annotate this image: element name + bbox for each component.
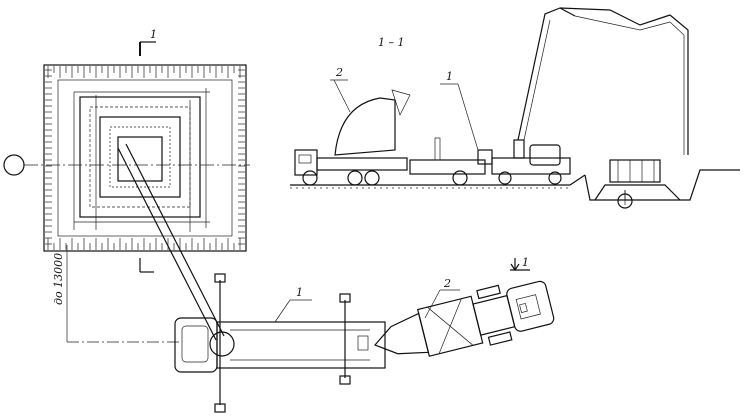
- section-mark-top-label: 1: [150, 28, 157, 41]
- section-mark-bottom-label: 1: [522, 256, 529, 269]
- pump-truck-plan: 1: [174, 273, 386, 413]
- elevation-label-pump: 1: [446, 70, 453, 83]
- mixer-truck-elevation: 2: [294, 66, 411, 186]
- formwork-elevation: [594, 159, 681, 209]
- dimension: до 13000: [52, 245, 180, 343]
- axis-bubble-left: [3, 154, 25, 176]
- pump-trailer-elevation: 1: [409, 70, 493, 186]
- section-title: 1 – 1: [378, 36, 405, 49]
- mixer-truck-plan: [373, 280, 555, 357]
- pump-truck-elevation: [491, 7, 689, 185]
- pit-plan: [43, 64, 247, 252]
- section-mark-plan-bottom: [139, 258, 154, 273]
- elevation-label-mixer: 2: [335, 66, 343, 79]
- plan-label-mixer: 2: [443, 277, 451, 290]
- axis-bubble-elevation: [617, 193, 633, 209]
- section-mark-top: 1: [139, 28, 157, 56]
- pump-boom-plan: [117, 143, 225, 341]
- dimension-text: до 13000: [52, 253, 65, 305]
- ground-line: [290, 169, 740, 201]
- section-mark-bottom: 1: [510, 256, 530, 272]
- plan-label-pump: 1: [296, 286, 303, 299]
